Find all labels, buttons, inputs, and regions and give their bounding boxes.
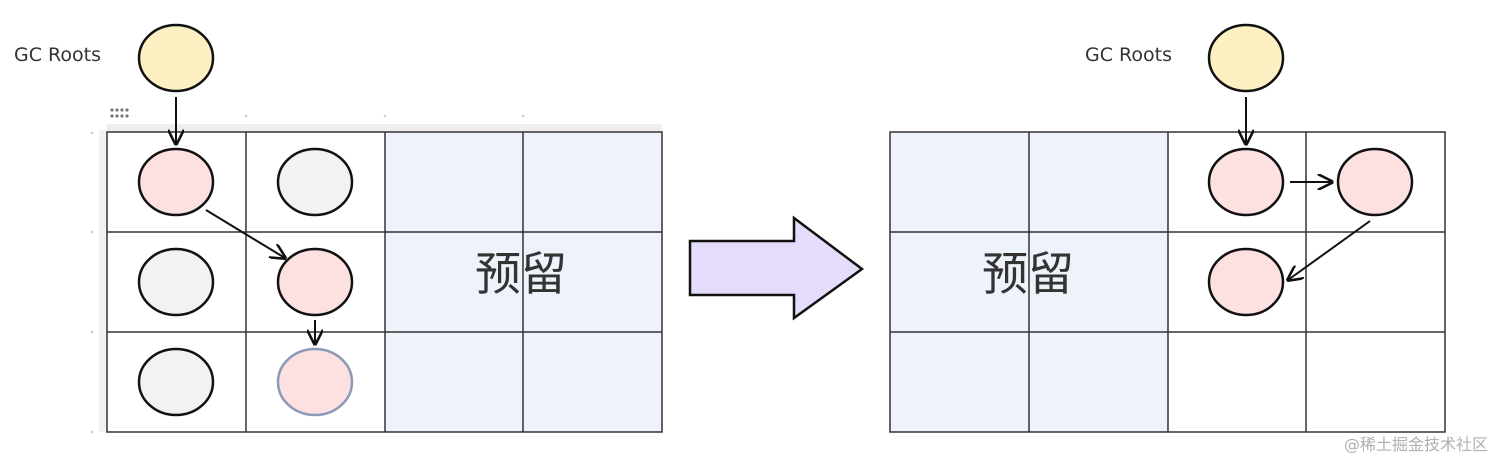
memory-grid-left: [106, 131, 663, 433]
gc-roots-label-right: GC Roots: [1085, 44, 1172, 66]
reference-arrow: [205, 209, 285, 258]
left-panel: GC Roots 预留: [14, 23, 663, 434]
gc-roots-label-left: GC Roots: [14, 44, 101, 66]
live-object-node: [137, 147, 215, 217]
live-object-node: [276, 247, 354, 317]
right-arrow-icon: [688, 215, 865, 321]
right-panel: GC Roots 预留: [889, 23, 1446, 433]
dead-object-node: [137, 247, 215, 317]
gc-root-node-left: [137, 23, 215, 93]
column-tick-marks: [90, 114, 525, 434]
dead-object-node: [276, 147, 354, 217]
gc-root-node-right: [1207, 23, 1285, 93]
live-object-node: [1207, 247, 1285, 317]
watermark: @稀土掘金技术社区: [1344, 435, 1488, 454]
selection-bar: [107, 124, 662, 132]
reserved-label-right: 预留: [982, 247, 1074, 301]
live-object-node: [1207, 147, 1285, 217]
live-object-node: [1336, 147, 1414, 217]
reference-arrow: [1288, 220, 1371, 280]
selection-bar-left: [99, 130, 107, 432]
live-object-node: [276, 347, 354, 417]
reserved-label-left: 预留: [475, 247, 567, 301]
dead-object-node: [137, 347, 215, 417]
drag-handle-icon: [110, 108, 129, 118]
